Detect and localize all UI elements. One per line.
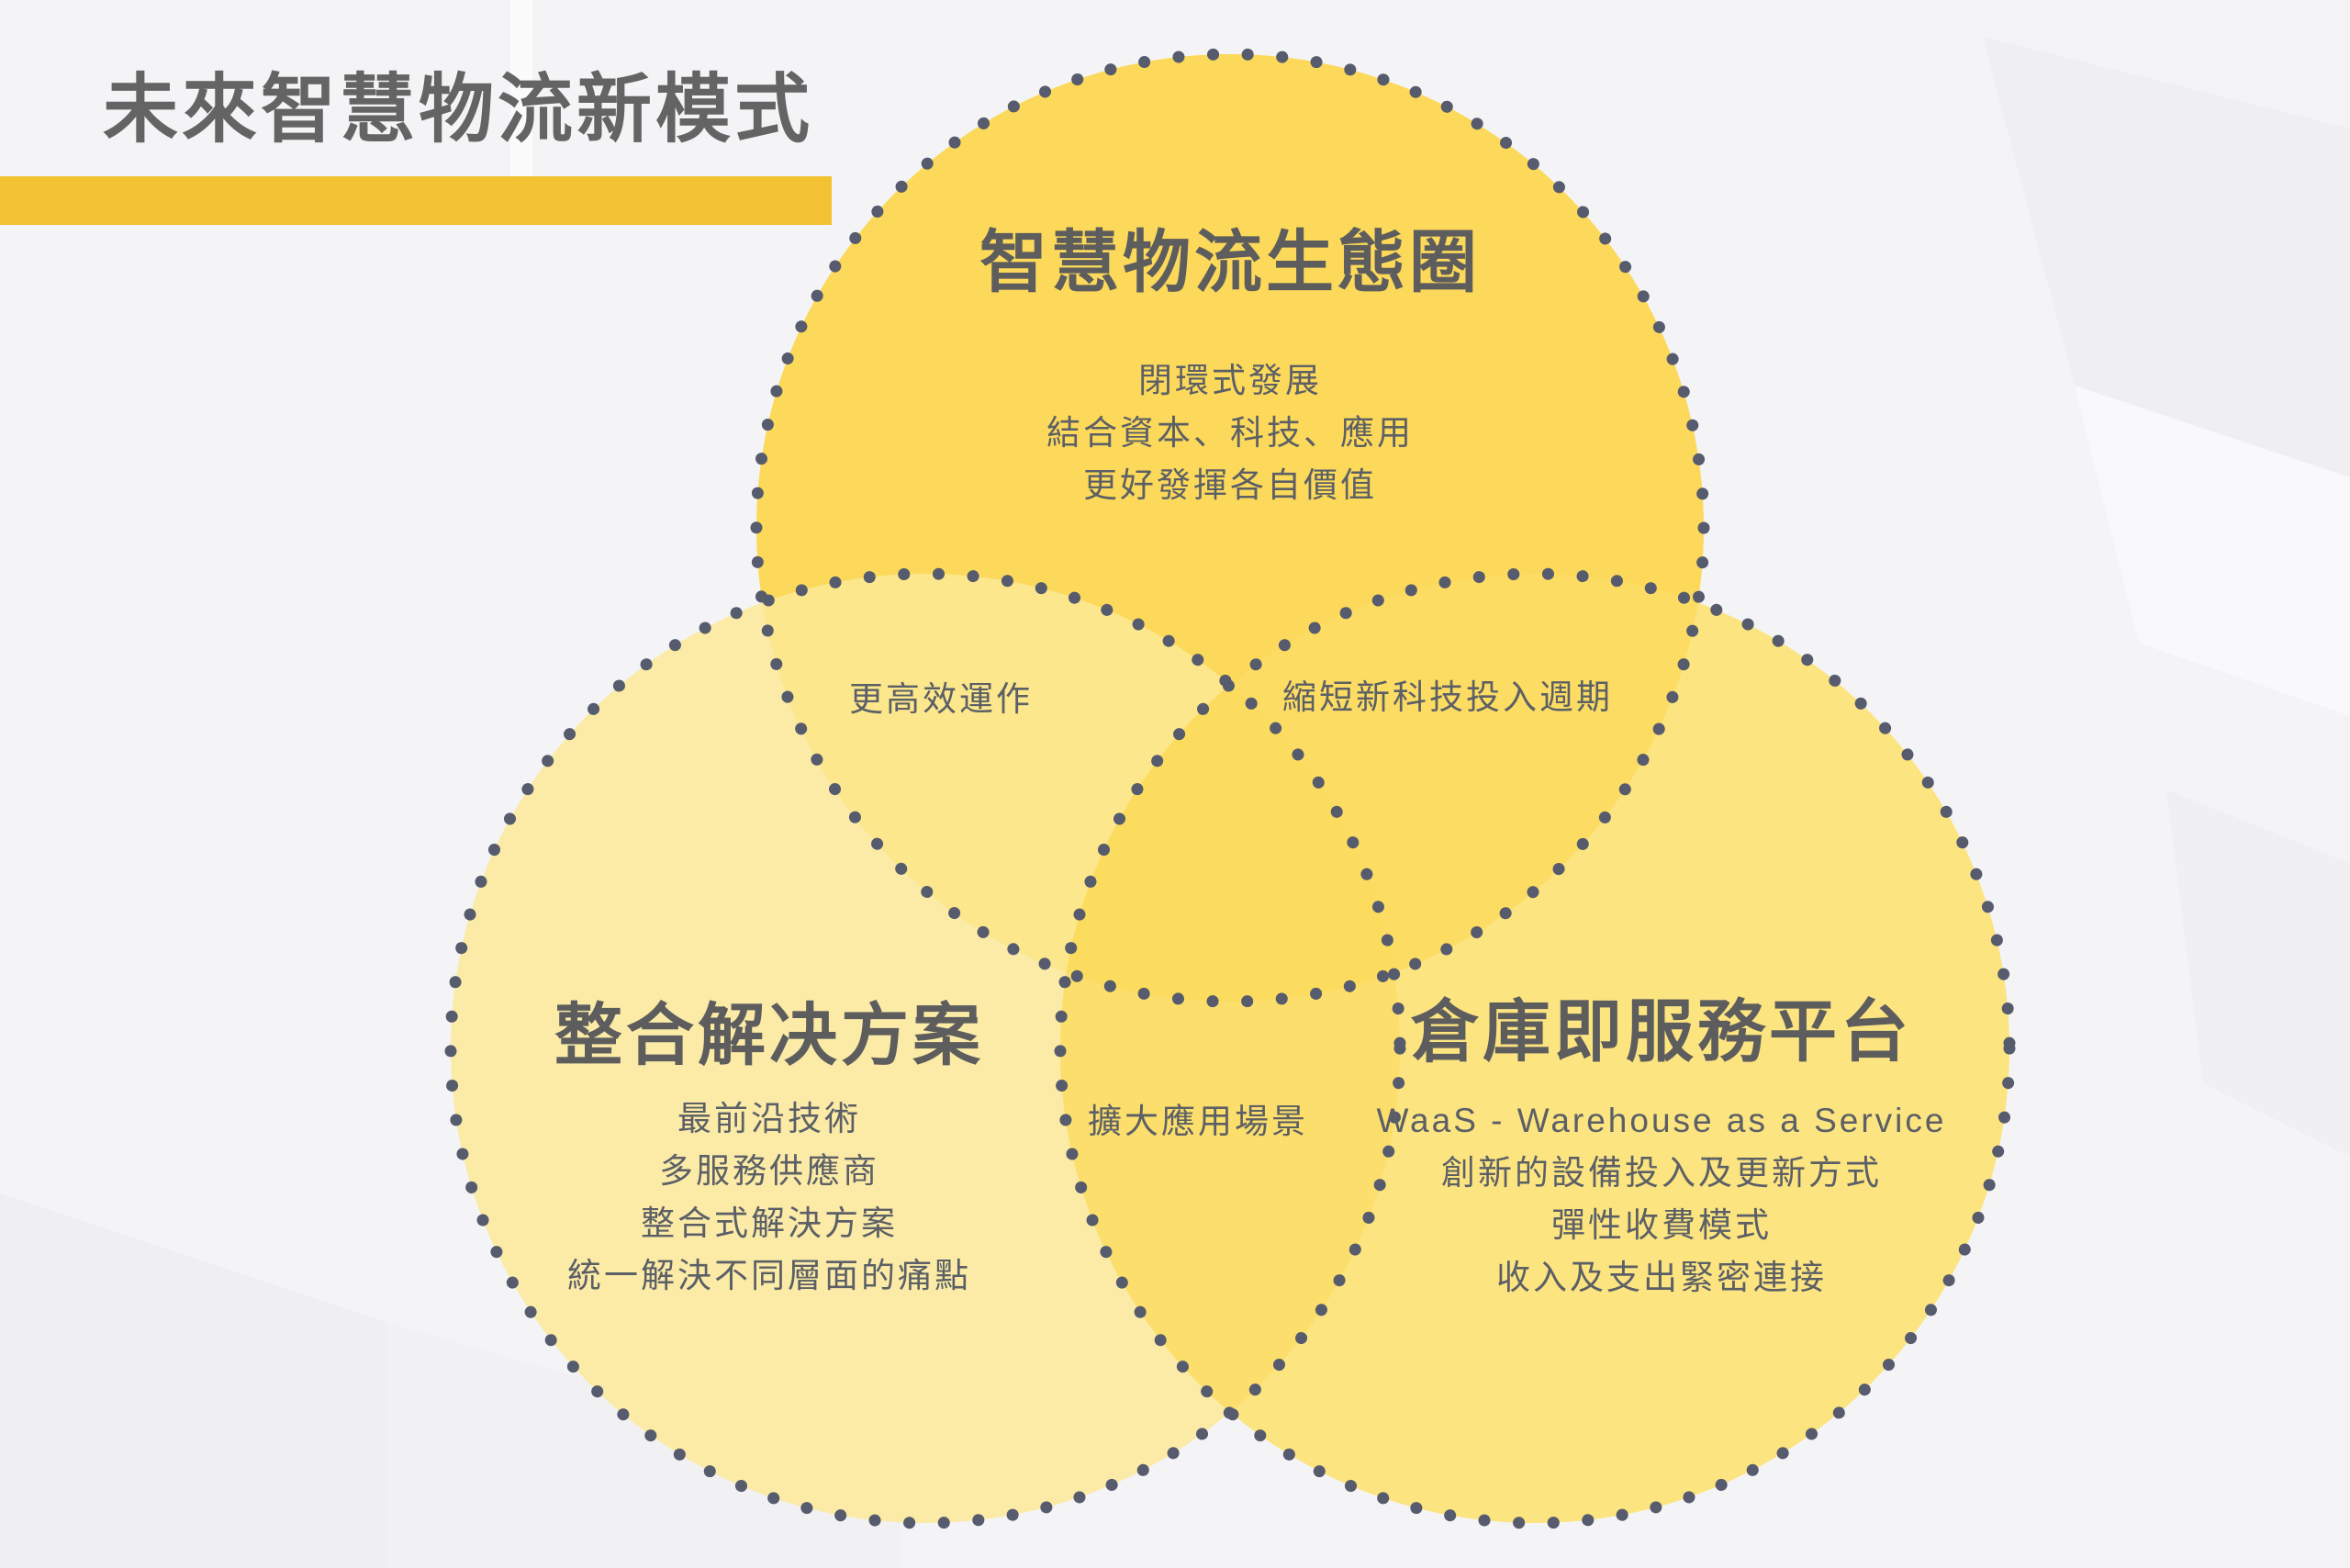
overlap-label-left-right: 擴大應用場景 [1088,1103,1308,1140]
circle-group-waas-platform: 倉庫即服務平台 WaaS - Warehouse as a Service 創新… [1221,986,2102,1304]
overlap-label-top-left: 更高效運作 [849,680,1033,718]
circle-group-integrated-solution: 整合解决方案 最前沿技術 多服務供應商 整合式解決方案 統一解決不同層面的痛點 [356,990,1182,1302]
decor-chevron-bottom-mid [386,1322,900,1568]
integrated-solution-body: 最前沿技術 多服務供應商 整合式解決方案 統一解決不同層面的痛點 [356,1092,1182,1302]
title-accent-bar [0,176,832,225]
waas-platform-body: WaaS - Warehouse as a Service 創新的設備投入及更新… [1221,1094,2102,1304]
waas-platform-line: 收入及支出緊密連接 [1496,1259,1827,1296]
waas-platform-line: 彈性收費模式 [1551,1206,1772,1244]
decor-chevron-bottom-left [0,1193,386,1568]
waas-platform-line: WaaS - Warehouse as a Service [1376,1102,1947,1139]
page-title: 未來智慧物流新模式 [103,68,814,151]
integrated-solution-line: 最前沿技術 [677,1100,861,1137]
integrated-solution-heading: 整合解决方案 [554,997,984,1073]
ecosystem-heading: 智慧物流生態圈 [979,224,1481,300]
integrated-solution-line: 多服務供應商 [659,1152,879,1190]
decor-chevron-top-right-2 [2075,386,2350,716]
overlap-label-top-right: 縮短新科技投入週期 [1282,678,1613,716]
dotted-borders [444,48,2016,1529]
decor-chevron-top-right [1983,37,2350,477]
ecosystem-line: 結合資本、科技、應用 [1046,414,1414,452]
circle-group-ecosystem: 智慧物流生態圈 閉環式發展 結合資本、科技、應用 更好發揮各自價值 [817,217,1643,511]
ecosystem-line: 更好發揮各自價值 [1083,466,1377,504]
decor-chevron-right [2166,790,2350,1157]
overlap-top-right-fill [1060,574,1704,1002]
integrated-solution-line: 整合式解決方案 [641,1204,898,1242]
waas-platform-heading: 倉庫即服務平台 [1411,993,1912,1070]
top-circle-dotted-border [750,48,1710,1008]
waas-platform-line: 創新的設備投入及更新方式 [1441,1154,1882,1192]
ecosystem-line: 閉環式發展 [1138,362,1322,399]
integrated-solution-line: 統一解決不同層面的痛點 [567,1257,971,1294]
decor-strip [510,0,532,176]
overlap-top-left-fill [756,574,1400,1002]
right-circle-dotted-border [1054,567,2016,1529]
ecosystem-body: 閉環式發展 結合資本、科技、應用 更好發揮各自價值 [817,354,1643,511]
left-circle-dotted-border [444,567,1406,1529]
